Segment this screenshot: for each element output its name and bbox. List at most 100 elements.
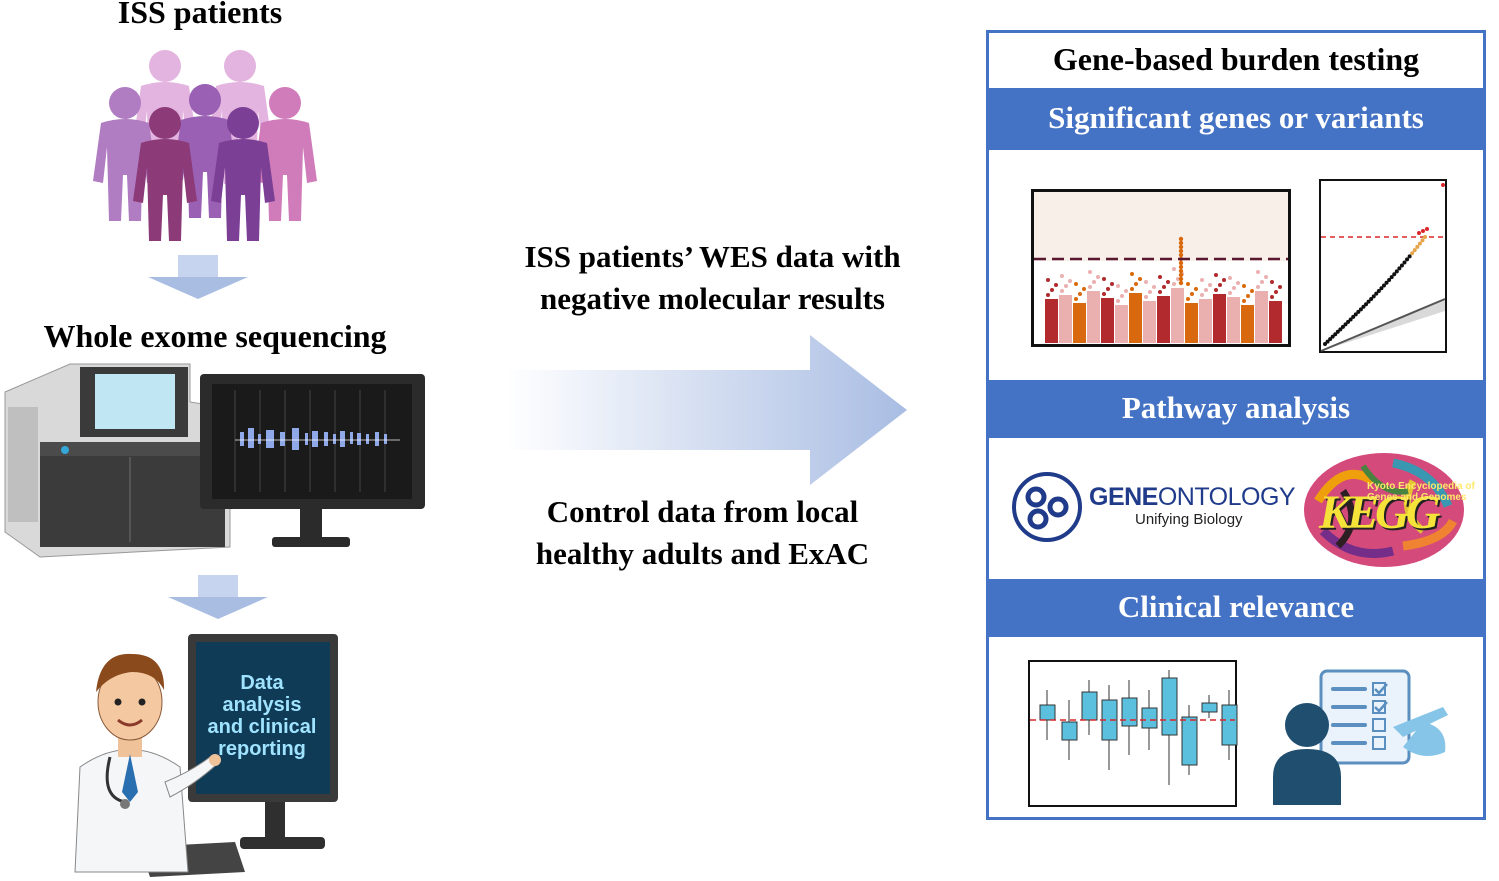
qq-point — [1407, 254, 1412, 259]
manhattan-dot — [1130, 287, 1134, 291]
manhattan-bar — [1269, 301, 1282, 343]
manhattan-dot — [1208, 283, 1212, 287]
manhattan-dot — [1124, 289, 1128, 293]
qq-point — [1338, 327, 1343, 332]
manhattan-dot — [1134, 282, 1138, 286]
manhattan-bar — [1213, 294, 1226, 343]
go-ontology: ONTOLOGY — [1157, 483, 1296, 511]
section-clinical-relevance: Clinical relevance — [989, 579, 1483, 637]
manhattan-dot — [1068, 279, 1072, 283]
go-wordmark: GENEONTOLOGY — [1089, 483, 1296, 512]
manhattan-peak-dot — [1178, 264, 1184, 270]
qq-point — [1397, 266, 1402, 271]
manhattan-dot — [1260, 280, 1264, 284]
manhattan-dot — [1046, 293, 1050, 297]
manhattan-dot — [1046, 278, 1050, 282]
manhattan-peak-dot — [1178, 240, 1184, 246]
manhattan-dot — [1242, 299, 1246, 303]
manhattan-dot — [1064, 284, 1068, 288]
manhattan-dot — [1218, 283, 1222, 287]
big-right-arrow-icon — [505, 335, 907, 485]
manhattan-dot — [1270, 280, 1274, 284]
qq-point — [1376, 288, 1381, 293]
qq-point — [1325, 339, 1330, 344]
manhattan-dot — [1158, 290, 1162, 294]
manhattan-dot — [1200, 278, 1204, 282]
qq-point — [1361, 304, 1366, 309]
qq-point — [1328, 337, 1333, 342]
manhattan-dot — [1246, 294, 1250, 298]
monitor-text-line-2: analysis — [222, 694, 302, 716]
manhattan-dot — [1144, 280, 1148, 284]
qq-point — [1423, 235, 1427, 239]
manhattan-bar — [1255, 291, 1268, 343]
manhattan-dot — [1200, 293, 1204, 297]
qq-point — [1369, 296, 1374, 301]
doctor-icon — [74, 634, 338, 877]
kegg-caption-line-2: Genes and Genomes — [1367, 492, 1467, 503]
manhattan-peak-dot — [1178, 272, 1184, 278]
manhattan-bar — [1115, 305, 1128, 343]
manhattan-bar — [1143, 301, 1156, 343]
middle-bottom-line-1: Control data from local — [546, 494, 859, 529]
manhattan-dot — [1148, 290, 1152, 294]
manhattan-bar — [1059, 295, 1072, 343]
qq-outlier-point — [1441, 183, 1445, 187]
qq-point — [1420, 238, 1425, 243]
manhattan-dot — [1054, 283, 1058, 287]
qq-point — [1335, 329, 1340, 334]
manhattan-bar — [1129, 293, 1142, 343]
boxplot-box — [1081, 691, 1098, 721]
manhattan-peak-dot — [1178, 268, 1184, 274]
qq-point — [1348, 317, 1353, 322]
manhattan-dot — [1256, 285, 1260, 289]
middle-bottom-line-2: healthy adults and ExAC — [535, 536, 870, 571]
manhattan-bar — [1157, 296, 1170, 343]
qq-point — [1333, 332, 1338, 337]
manhattan-dot — [1242, 284, 1246, 288]
manhattan-dot — [1214, 273, 1218, 277]
qq-point — [1405, 257, 1410, 262]
manhattan-dot — [1116, 299, 1120, 303]
qq-point — [1323, 342, 1327, 346]
qq-point — [1417, 241, 1422, 246]
manhattan-dot — [1082, 287, 1086, 291]
middle-top-line-2: negative molecular results — [540, 281, 885, 316]
manhattan-dot — [1120, 294, 1124, 298]
manhattan-dot — [1264, 275, 1268, 279]
manhattan-dot — [1204, 288, 1208, 292]
manhattan-dot — [1106, 287, 1110, 291]
manhattan-bar — [1171, 288, 1184, 343]
manhattan-dot — [1060, 274, 1064, 278]
qq-point — [1346, 319, 1351, 324]
manhattan-bar — [1199, 299, 1212, 343]
middle-bottom-text: Control data from local healthy adults a… — [480, 491, 925, 575]
boxplot-box — [1201, 702, 1218, 713]
qq-outlier-point — [1421, 229, 1425, 233]
manhattan-dot — [1186, 297, 1190, 301]
manhattan-dot — [1274, 290, 1278, 294]
qq-point — [1351, 314, 1356, 319]
patients-group-icon — [93, 50, 317, 241]
section-significant-genes: Significant genes or variants — [989, 88, 1483, 150]
kegg-caption: Kyoto Encyclopedia of Genes and Genomes — [1367, 481, 1475, 503]
manhattan-dot — [1222, 278, 1226, 282]
manhattan-dot — [1228, 276, 1232, 280]
manhattan-dot — [1116, 284, 1120, 288]
manhattan-dot — [1214, 288, 1218, 292]
manhattan-dot — [1270, 295, 1274, 299]
manhattan-dot — [1096, 275, 1100, 279]
boxplot-box — [1061, 721, 1078, 741]
manhattan-dot — [1166, 280, 1170, 284]
qq-point — [1330, 334, 1335, 339]
manhattan-dot — [1232, 286, 1236, 290]
manhattan-dot — [1236, 281, 1240, 285]
results-panel: Gene-based burden testing Significant ge… — [986, 30, 1486, 820]
manhattan-dot — [1176, 277, 1180, 281]
panel-title: Gene-based burden testing — [1052, 41, 1420, 77]
manhattan-peak-dot — [1178, 244, 1184, 250]
manhattan-dot — [1060, 289, 1064, 293]
qq-point — [1394, 269, 1399, 274]
manhattan-dot — [1250, 289, 1254, 293]
manhattan-bar — [1185, 303, 1198, 343]
